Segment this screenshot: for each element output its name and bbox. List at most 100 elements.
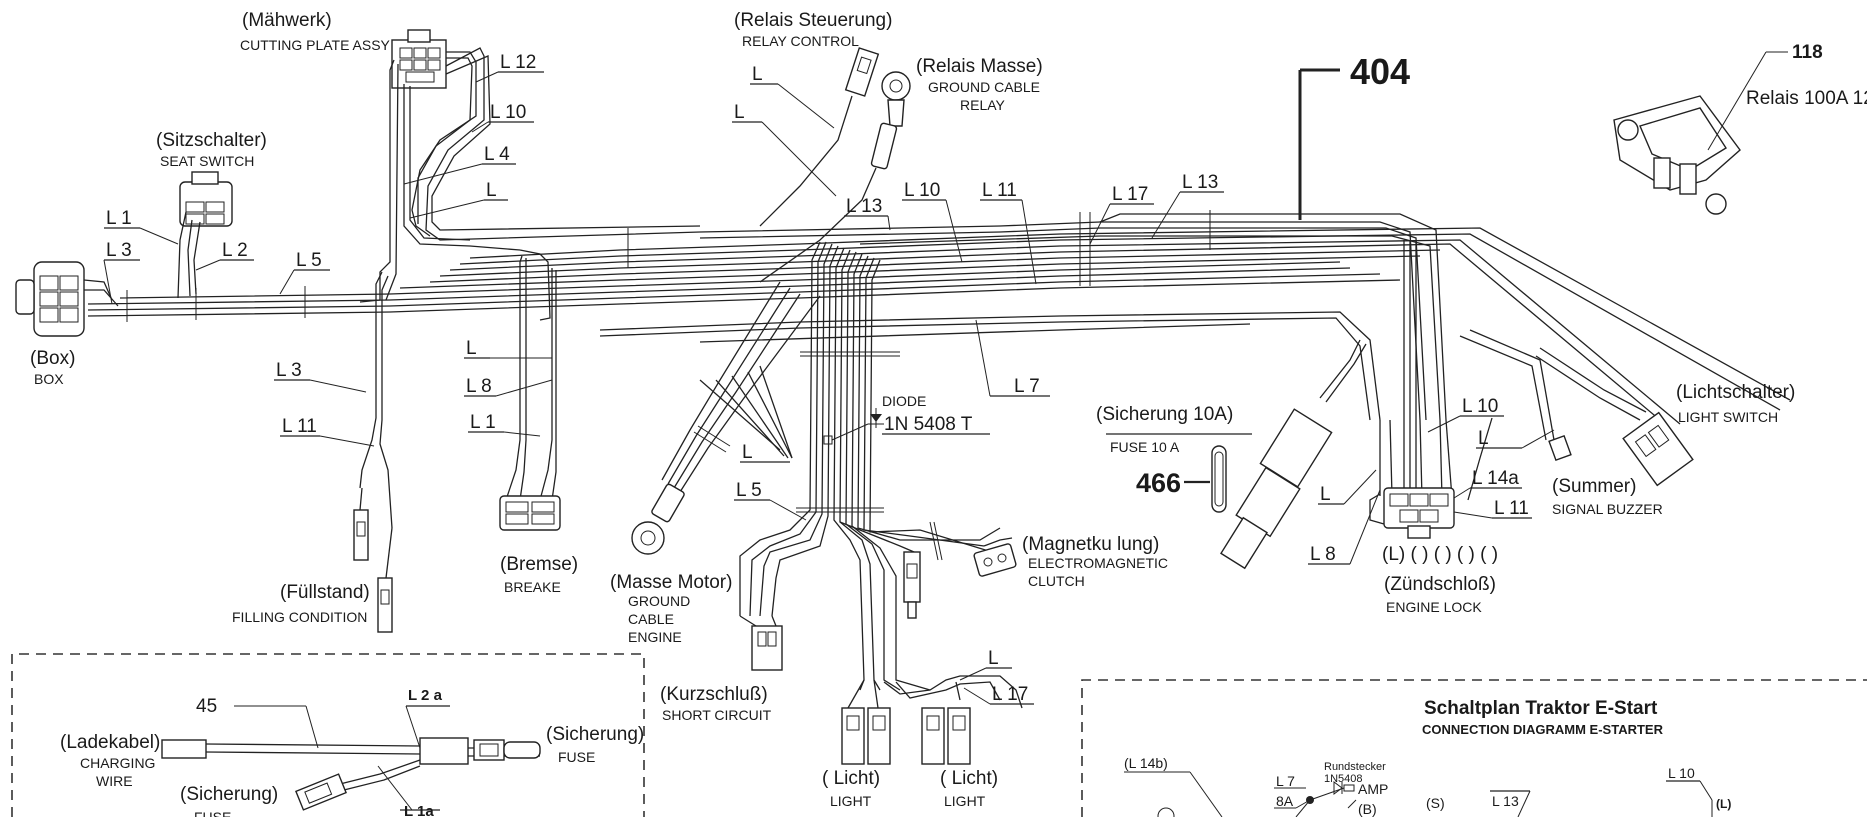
- ground-relay-label-en1: GROUND CABLE: [928, 79, 1040, 95]
- filling-condition-connectors: [353, 487, 393, 633]
- light-right-label-de: ( Licht): [940, 768, 998, 789]
- wire-label-l7: L 7: [1014, 376, 1040, 397]
- fuse-10a: [1211, 445, 1227, 513]
- center-plug: [903, 551, 921, 619]
- charging-wire-inset: [11, 653, 645, 817]
- schematic-rundstecker: Rundstecker: [1324, 761, 1386, 773]
- charging-wire-label-en2: WIRE: [96, 773, 133, 789]
- light-wires: [847, 675, 1023, 709]
- wire-label-l4: L 4: [484, 144, 510, 165]
- short-circuit-label-de: (Kurzschluß): [660, 684, 768, 705]
- ground-relay-terminal: [759, 71, 911, 283]
- brake-wires: [505, 255, 557, 501]
- box-connector: [15, 261, 119, 337]
- schematic-s-label: (S): [1426, 795, 1445, 811]
- wire-label-l-right: L: [1478, 428, 1489, 449]
- light-right-label-en: LIGHT: [944, 793, 986, 809]
- brake-label-de: (Bremse): [500, 554, 578, 575]
- wire-label-l-top: L: [486, 180, 497, 201]
- schematic-amp-label: AMP: [1358, 781, 1388, 797]
- part-404: 404: [1350, 51, 1410, 92]
- brake-label-en: BREAKE: [504, 579, 561, 595]
- cutting-plate-label-en: CUTTING PLATE ASSY: [240, 37, 391, 53]
- schematic-title: Schaltplan Traktor E-Start: [1424, 698, 1658, 719]
- main-harness-trunk: [87, 210, 1791, 500]
- cutting-plate-label-de: (Mähwerk): [242, 10, 332, 31]
- fuse-bottom-label-de: (Sicherung): [180, 784, 278, 805]
- electromagnetic-clutch-connector: [973, 537, 1017, 577]
- wire-label-l17-light: L 17: [992, 684, 1028, 705]
- diode-label: DIODE: [882, 393, 926, 409]
- connection-diagram-inset: [1081, 679, 1867, 817]
- fuse-right-label-de: (Sicherung): [546, 724, 644, 745]
- filling-condition-label-en: FILLING CONDITION: [232, 609, 367, 625]
- schematic-subtitle: CONNECTION DIAGRAMM E-STARTER: [1422, 722, 1664, 737]
- wire-labels: L 12 L 10 L 4 L L 1 L 3 L 2 L 5 L L L 13…: [103, 52, 1555, 705]
- wire-label-l8-right: L 8: [1310, 544, 1336, 565]
- wire-label-l-relay1: L: [752, 64, 763, 85]
- clutch-label-en2: CLUTCH: [1028, 573, 1085, 589]
- wire-label-l1-left: L 1: [106, 208, 132, 229]
- clutch-label-de: (Magnetku lung): [1022, 534, 1159, 555]
- light-switch-connector: [1535, 347, 1694, 487]
- engine-lock-label-en: ENGINE LOCK: [1386, 599, 1482, 615]
- part-45: 45: [196, 696, 217, 717]
- schematic-l14b: (L 14b): [1124, 755, 1168, 771]
- schematic-l13: L 13: [1492, 793, 1519, 809]
- ground-relay-label-en2: RELAY: [960, 97, 1006, 113]
- part-466: 466: [1136, 468, 1181, 498]
- wire-label-l2: L 2: [222, 240, 248, 261]
- relay-100a: [1613, 51, 1788, 215]
- relay-control-label-en: RELAY CONTROL: [742, 33, 859, 49]
- wire-label-l11-mid: L 11: [982, 180, 1017, 201]
- relay-control-connector: [759, 47, 880, 227]
- light-switch-label-de: (Lichtschalter): [1676, 382, 1795, 403]
- fuse-10a-label-en: FUSE 10 A: [1110, 439, 1180, 455]
- ground-engine-wires: [661, 281, 821, 493]
- ground-engine-label-en2: CABLE: [628, 611, 674, 627]
- schematic-amp-rating: 8A: [1276, 793, 1294, 809]
- wire-label-l10-top: L 10: [490, 102, 526, 123]
- charging-wire-label-en1: CHARGING: [80, 755, 155, 771]
- brake-connector: [499, 495, 561, 531]
- wire-label-l-diode: L: [742, 442, 753, 463]
- wire-label-l12: L 12: [500, 52, 536, 73]
- wire-label-l10-mid: L 10: [904, 180, 940, 201]
- engine-lock-label-de: (Zündschloß): [1384, 574, 1496, 595]
- seat-switch-label-en: SEAT SWITCH: [160, 153, 254, 169]
- cutting-plate-wires: [379, 47, 701, 301]
- diode-symbol: [823, 408, 884, 445]
- wire-label-l8-brake: L 8: [466, 376, 492, 397]
- wire-label-l14a: L 14a: [1472, 468, 1519, 489]
- wire-label-l1-brake: L 1: [470, 412, 496, 433]
- ground-relay-label-de: (Relais Masse): [916, 56, 1043, 77]
- light-switch-label-en: LIGHT SWITCH: [1678, 409, 1778, 425]
- wire-label-l11-left: L 11: [282, 416, 317, 437]
- wire-label-l-relay2: L: [734, 102, 745, 123]
- fuse-right-label-en: FUSE: [558, 749, 595, 765]
- box-label-en: BOX: [34, 371, 64, 387]
- seat-switch-connector: [177, 171, 233, 299]
- part-118: 118: [1792, 42, 1823, 63]
- big-plug: [1220, 339, 1367, 570]
- engine-lock-pins: (L) ( ) ( ) ( ) ( ): [1382, 544, 1498, 565]
- wire-label-l2a: L 2 a: [408, 687, 443, 704]
- ground-engine-label-de: (Masse Motor): [610, 572, 732, 593]
- box-label-de: (Box): [30, 348, 75, 369]
- wire-label-l10-right: L 10: [1462, 396, 1498, 417]
- cutting-plate-down-wires: [359, 249, 551, 529]
- charging-wire-label-de: (Ladekabel): [60, 732, 160, 753]
- schematic-diode-part: 1N5408: [1324, 773, 1363, 785]
- wire-label-l11-right: L 11: [1494, 498, 1529, 519]
- schematic-b-label: (B): [1358, 801, 1377, 817]
- wire-label-l-brake: L: [466, 338, 477, 359]
- fuse-bottom-label-en: FUSE: [194, 809, 231, 817]
- light-connectors: [841, 707, 971, 765]
- wire-label-l13-top: L 13: [1182, 172, 1218, 193]
- relay-100a-label: Relais 100A 12: [1746, 88, 1867, 109]
- short-circuit-connector: [739, 615, 783, 671]
- wire-label-l5-low: L 5: [736, 480, 762, 501]
- center-down-bundle: [739, 241, 1001, 691]
- wire-label-l-right2: L: [1320, 484, 1331, 505]
